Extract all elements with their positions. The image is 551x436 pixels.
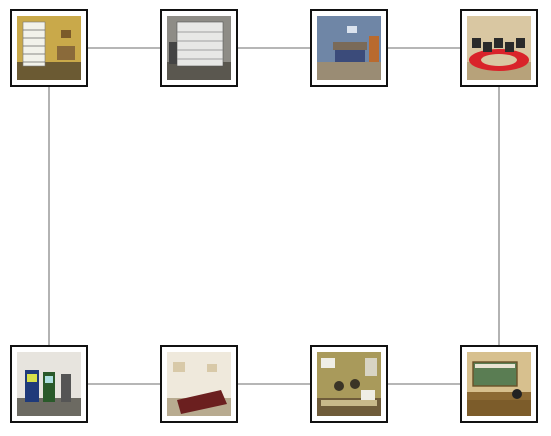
- bedroom-photo: [317, 16, 381, 80]
- node-computer-lab-round[interactable]: [460, 9, 538, 87]
- node-blue-bedroom[interactable]: [310, 9, 388, 87]
- classroom-photo: [317, 352, 381, 416]
- computer-lab-photo: [467, 16, 531, 80]
- node-pool-table-basement[interactable]: [160, 345, 238, 423]
- garage-door-photo: [167, 16, 231, 80]
- node-window-room[interactable]: [460, 345, 538, 423]
- pool-table-photo: [167, 352, 231, 416]
- node-garage[interactable]: [160, 9, 238, 87]
- node-arcade-room[interactable]: [10, 345, 88, 423]
- arcade-machines-photo: [17, 352, 81, 416]
- node-classroom[interactable]: [310, 345, 388, 423]
- bookshelf-room-photo: [17, 16, 81, 80]
- node-library-room[interactable]: [10, 9, 88, 87]
- reception-window-photo: [467, 352, 531, 416]
